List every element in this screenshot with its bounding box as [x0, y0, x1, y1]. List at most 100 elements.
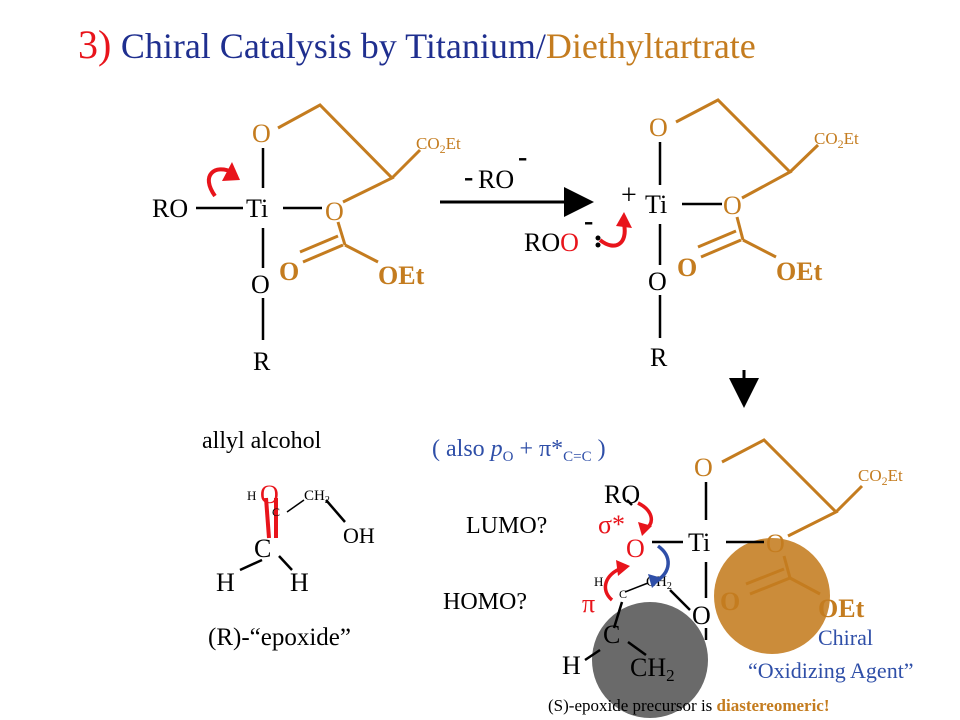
right-plus: + — [621, 180, 637, 211]
left-co2et: CO2Et — [416, 134, 461, 156]
right-red-curved-arrow — [598, 223, 627, 248]
r-bond-to-co2et — [788, 143, 820, 174]
r-bond-o-ring-carbonyl — [735, 216, 745, 241]
right-ti: Ti — [645, 190, 667, 219]
right-minus: - — [584, 206, 593, 237]
diastereomer-caption: (S)-epoxide precursor is diastereomeric! — [548, 696, 830, 715]
left-titanium-complex: O Ti RO O O R CO2Et O OEt — [152, 103, 461, 376]
c-ester-oet: OEt — [818, 594, 865, 623]
allyl-h2: H — [290, 568, 309, 597]
homo-label: HOMO? — [443, 589, 527, 615]
c-ro: RO — [604, 480, 640, 509]
right-o-ring: O — [723, 191, 742, 220]
allyl-c-h-left — [239, 558, 263, 572]
c-blue-arrowhead — [648, 574, 662, 588]
c-o-ring: O — [766, 529, 785, 558]
r-ester-double-bond-a — [700, 238, 742, 259]
allyl-ch2: CH2 — [304, 488, 330, 506]
c-bond-ch2-o — [669, 589, 691, 611]
left-o-top: O — [252, 119, 271, 148]
lone-pair-dot-2 — [595, 242, 601, 248]
title-part1: Chiral Catalysis by Titanium/ — [121, 26, 546, 66]
right-roo: ROO — [524, 228, 579, 257]
c-ti: Ti — [688, 528, 710, 557]
substrate-sphere — [592, 602, 708, 718]
left-o-ring: O — [325, 197, 344, 226]
c-co2et: CO2Et — [858, 466, 903, 488]
c-ch2-big: CH2 — [630, 653, 675, 685]
r-tartrate-backbone — [675, 98, 793, 200]
slide-title: 3) Chiral Catalysis by Titanium/Diethylt… — [78, 22, 756, 67]
c-c-small: C — [619, 587, 627, 601]
ester-double-bond-b — [299, 234, 339, 254]
title-number: 3) — [78, 22, 111, 67]
c-o-bottom: O — [692, 601, 711, 630]
allyl-o: O — [260, 480, 279, 509]
c-o-top: O — [694, 453, 713, 482]
chiral-sphere — [714, 538, 830, 654]
transition-complex: ( also pO + π*C=C ) LUMO? σ* HOMO? π RO … — [432, 436, 914, 718]
sigma-star: σ* — [598, 510, 625, 539]
also-note: ( also pO + π*C=C ) — [432, 436, 606, 465]
c-ester-double-bond-a — [749, 576, 791, 596]
allyl-alcohol: allyl alcohol O H C CH2 OH C H H (R)-“ep… — [202, 428, 375, 651]
r-ester-double-bond-b — [697, 229, 737, 249]
left-ti: Ti — [246, 194, 268, 223]
allyl-oh: OH — [343, 523, 375, 548]
left-o-bottom: O — [251, 270, 270, 299]
c-bond-big-c-h — [584, 648, 601, 662]
allyl-c-ch2-bond — [286, 499, 305, 513]
allyl-c-small: C — [272, 505, 280, 519]
left-red-arrowhead — [222, 162, 240, 181]
right-o-top: O — [649, 113, 668, 142]
c-o-red: O — [626, 534, 645, 563]
allyl-h1: H — [216, 568, 235, 597]
right-red-arrowhead — [616, 212, 632, 228]
c-bond-carbonyl-oet — [789, 576, 821, 596]
arrow-minus-left: - — [464, 162, 473, 193]
right-titanium-complex: O + Ti O ROO - O R CO2Et O OEt — [524, 98, 859, 372]
reaction-arrow-group: - RO - — [440, 142, 594, 217]
arrow-minus-right: - — [518, 142, 527, 173]
c-bond-o-ring-carbonyl — [782, 555, 792, 579]
chiral-label: Chiral — [818, 625, 873, 650]
ester-double-bond-a — [302, 243, 344, 264]
title-part2: Diethyltartrate — [546, 26, 756, 66]
right-ester-o: O — [677, 253, 697, 282]
c-red-arrowhead-sigma — [638, 522, 652, 536]
c-red-arrowhead-pi — [616, 560, 630, 576]
left-ro: RO — [152, 194, 188, 223]
allyl-red-bond-a — [264, 497, 271, 539]
bond-o-ring-carbonyl — [336, 221, 347, 246]
allyl-c-big: C — [254, 534, 271, 563]
c-h-small: H — [594, 574, 603, 589]
right-ester-oet: OEt — [776, 257, 823, 286]
arrow-label-ro: RO — [478, 165, 514, 194]
right-r: R — [650, 343, 668, 372]
allyl-ch2-oh-bond — [325, 499, 346, 523]
right-o-bottom: O — [648, 267, 667, 296]
c-c-big: C — [603, 620, 620, 649]
r-bond-carbonyl-oet — [742, 238, 777, 259]
tartrate-backbone — [277, 103, 395, 204]
bond-carbonyl-oet — [344, 243, 379, 264]
allyl-c-h-right — [278, 555, 293, 571]
c-tartrate-backbone — [721, 438, 839, 538]
left-ester-oet: OEt — [378, 261, 425, 290]
bond-to-co2et — [390, 148, 422, 180]
allyl-h-small: H — [247, 488, 256, 503]
lone-pair-dot-1 — [595, 235, 601, 241]
right-co2et: CO2Et — [814, 129, 859, 151]
c-h-big: H — [562, 651, 581, 680]
c-bond-to-co2et — [834, 484, 864, 514]
pi-label: π — [582, 589, 595, 618]
c-bond-sub-ch2 — [624, 582, 649, 593]
oxidizing-agent-label: “Oxidizing Agent” — [748, 658, 914, 683]
allyl-label: allyl alcohol — [202, 428, 322, 454]
c-ester-double-bond-b — [745, 567, 785, 586]
c-bond-ro-o — [626, 499, 633, 506]
c-bond-big-c-ch2 — [627, 640, 647, 657]
r-epoxide-label: (R)-“epoxide” — [208, 624, 351, 651]
